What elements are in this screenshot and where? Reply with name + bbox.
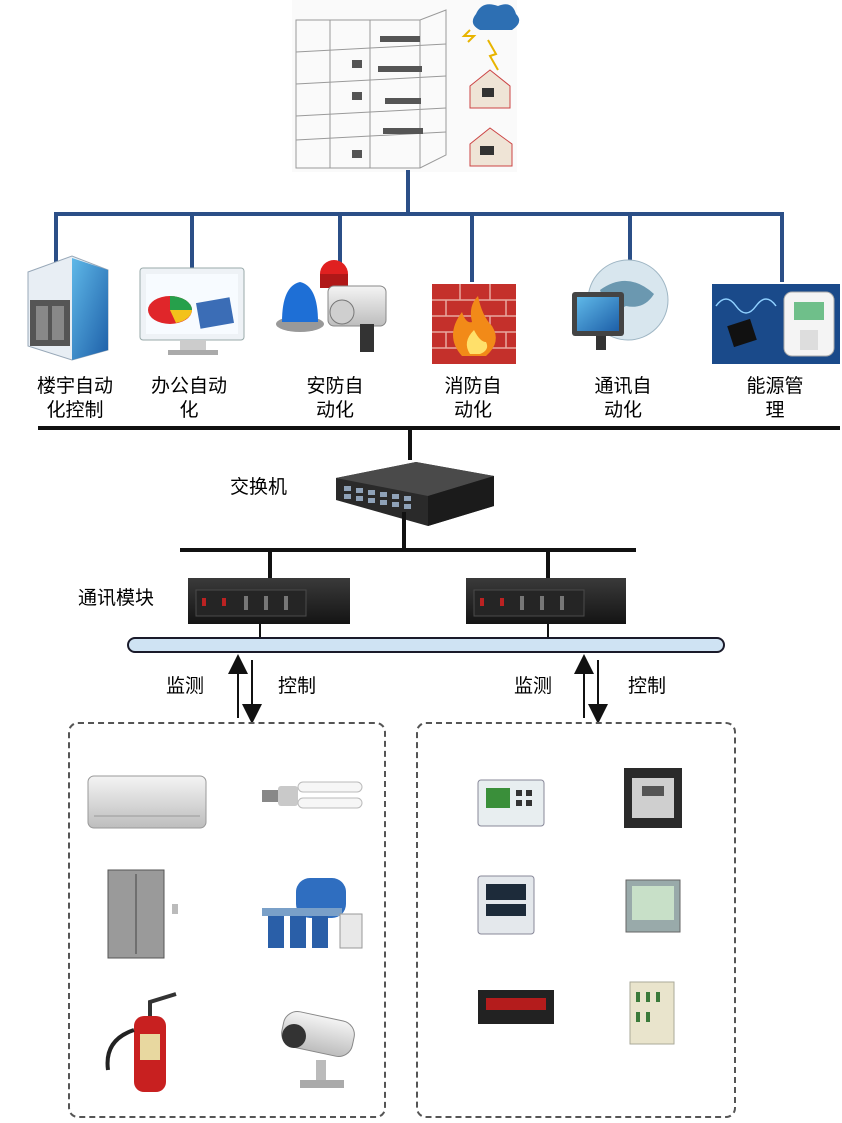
- building-automation-icon: [27, 255, 109, 361]
- cloud-icon: [472, 4, 520, 30]
- house-icon: [469, 69, 511, 109]
- left-monitor-label: 监测: [166, 675, 205, 697]
- local-devices-group-left: [68, 722, 386, 1118]
- system-label-energy-management: 能源管理: [746, 375, 804, 421]
- air-conditioner-icon: [87, 775, 207, 829]
- monitor-control-arrows: [228, 654, 608, 724]
- energy-saving-lamp-icon: [262, 781, 363, 809]
- system-label-security-automation: 安防自动化: [306, 375, 364, 421]
- system-label-fire-automation: 消防自动化: [444, 375, 502, 421]
- comm-module-right: [466, 578, 626, 624]
- distribution-cabinet-icon: [629, 981, 675, 1045]
- system-bus: [54, 170, 784, 282]
- energy-meter-icon: [712, 284, 840, 364]
- system-label-communication-automation: 通讯自动化: [594, 375, 652, 421]
- field-bus-bar: [127, 637, 725, 653]
- switch-label: 交换机: [230, 476, 288, 498]
- office-monitor-chart-icon: [139, 267, 245, 355]
- left-control-label: 控制: [278, 675, 317, 697]
- comm-module-left: [188, 578, 350, 624]
- water-pump-icon: [262, 878, 363, 949]
- system-label-building-automation: 楼宇自动化控制: [36, 375, 113, 421]
- circuit-breaker-icon: [624, 768, 682, 828]
- backbone-line: [38, 426, 840, 460]
- right-control-label: 控制: [628, 675, 667, 697]
- fire-extinguisher-icon: [105, 992, 177, 1092]
- cctv-camera-icon: [281, 1011, 355, 1088]
- digital-display-meter-icon: [478, 990, 554, 1024]
- power-meter-icon: [477, 779, 545, 827]
- globe-monitor-icon: [572, 259, 669, 350]
- smart-building-illustration: [292, 0, 520, 172]
- firewall-icon: [432, 284, 516, 364]
- network-switch-icon: [336, 462, 494, 526]
- local-devices-group-right: [416, 722, 736, 1118]
- house-icon: [469, 127, 513, 167]
- temperature-controller-icon: [477, 875, 535, 935]
- comm-module-label: 通讯模块: [78, 587, 155, 609]
- elevator-icon: [107, 869, 178, 959]
- right-monitor-label: 监测: [514, 675, 553, 697]
- system-label-office-automation: 办公自动化: [150, 375, 227, 421]
- security-camera-alarm-icon: [276, 260, 387, 352]
- panel-meter-icon: [625, 879, 681, 933]
